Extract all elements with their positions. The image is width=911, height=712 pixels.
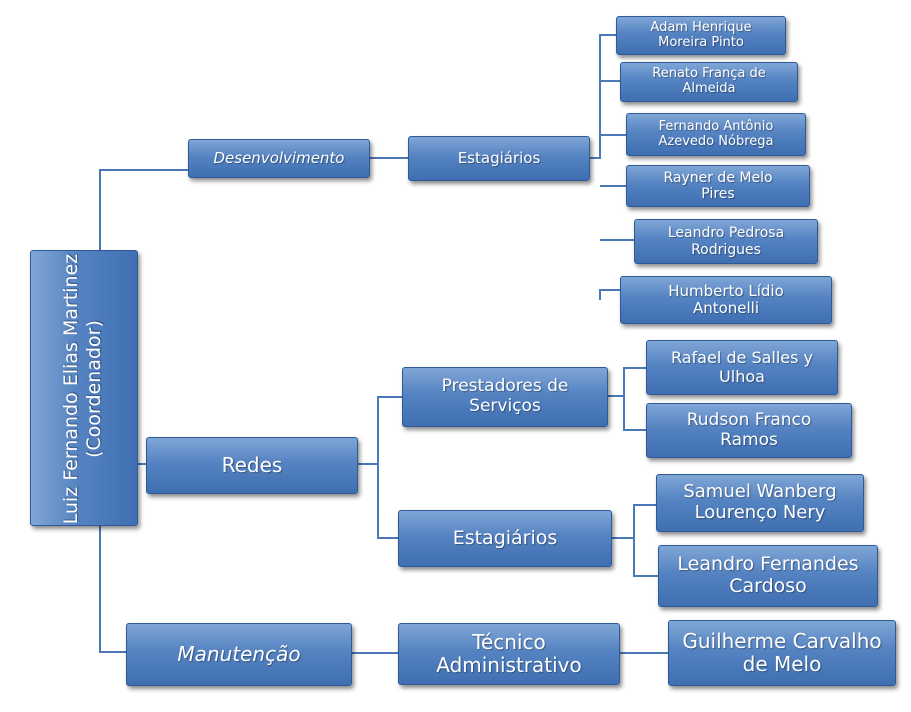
node-dev-estagiarios-label: Estagiários: [457, 148, 541, 167]
person-name: Samuel Wanberg Lourenço Nery: [683, 481, 837, 523]
node-manutencao-label: Manutenção: [177, 642, 301, 666]
node-redes-estagiarios-label: Estagiários: [452, 526, 558, 549]
person-name: Rayner de Melo Pires: [663, 169, 773, 202]
node-desenvolvimento[interactable]: Desenvolvimento: [188, 139, 370, 178]
person-node[interactable]: Rafael de Salles y Ulhoa: [646, 340, 838, 395]
person-node[interactable]: Rudson Franco Ramos: [646, 403, 852, 458]
person-node[interactable]: Guilherme Carvalho de Melo: [668, 620, 896, 686]
person-node[interactable]: Samuel Wanberg Lourenço Nery: [656, 474, 864, 532]
connector-prestadores-people: [606, 367, 646, 431]
person-name: Leandro Fernandes Cardoso: [677, 553, 859, 597]
connector-redes-estagiarios-people: [610, 504, 658, 577]
connector-dev-people: [588, 34, 634, 300]
person-name: Leandro Pedrosa Rodrigues: [667, 225, 785, 258]
person-name: Rudson Franco Ramos: [686, 409, 812, 450]
root-node-label: Luiz Fernando Elias Martinez (Coordenado…: [60, 253, 105, 525]
person-name: Guilherme Carvalho de Melo: [682, 629, 882, 676]
person-node[interactable]: Adam Henrique Moreira Pinto: [616, 16, 786, 55]
node-prestadores-servicos-label: Prestadores de Serviços: [441, 376, 569, 416]
person-name: Humberto Lídio Antonelli: [668, 281, 784, 317]
person-node[interactable]: Humberto Lídio Antonelli: [620, 276, 832, 324]
connector-redes-children: [356, 396, 402, 539]
node-desenvolvimento-label: Desenvolvimento: [213, 148, 345, 167]
node-redes[interactable]: Redes: [146, 437, 358, 494]
person-name: Fernando Antônio Azevedo Nóbrega: [658, 118, 774, 149]
node-tecnico-administrativo-label: Técnico Administrativo: [436, 630, 582, 677]
node-prestadores-servicos[interactable]: Prestadores de Serviços: [402, 367, 608, 427]
root-node-coordinator[interactable]: Luiz Fernando Elias Martinez (Coordenado…: [30, 250, 138, 526]
person-node[interactable]: Leandro Pedrosa Rodrigues: [634, 219, 818, 264]
node-manutencao[interactable]: Manutenção: [126, 623, 352, 686]
node-redes-estagiarios[interactable]: Estagiários: [398, 510, 612, 567]
node-dev-estagiarios[interactable]: Estagiários: [408, 136, 590, 181]
person-node[interactable]: Rayner de Melo Pires: [626, 165, 810, 207]
person-name: Renato França de Almeida: [652, 66, 766, 96]
node-tecnico-administrativo[interactable]: Técnico Administrativo: [398, 623, 620, 685]
person-name: Rafael de Salles y Ulhoa: [670, 348, 814, 386]
person-node[interactable]: Renato França de Almeida: [620, 62, 798, 102]
node-redes-label: Redes: [221, 453, 283, 477]
person-name: Adam Henrique Moreira Pinto: [650, 19, 752, 50]
person-node[interactable]: Leandro Fernandes Cardoso: [658, 545, 878, 607]
person-node[interactable]: Fernando Antônio Azevedo Nóbrega: [626, 113, 806, 156]
